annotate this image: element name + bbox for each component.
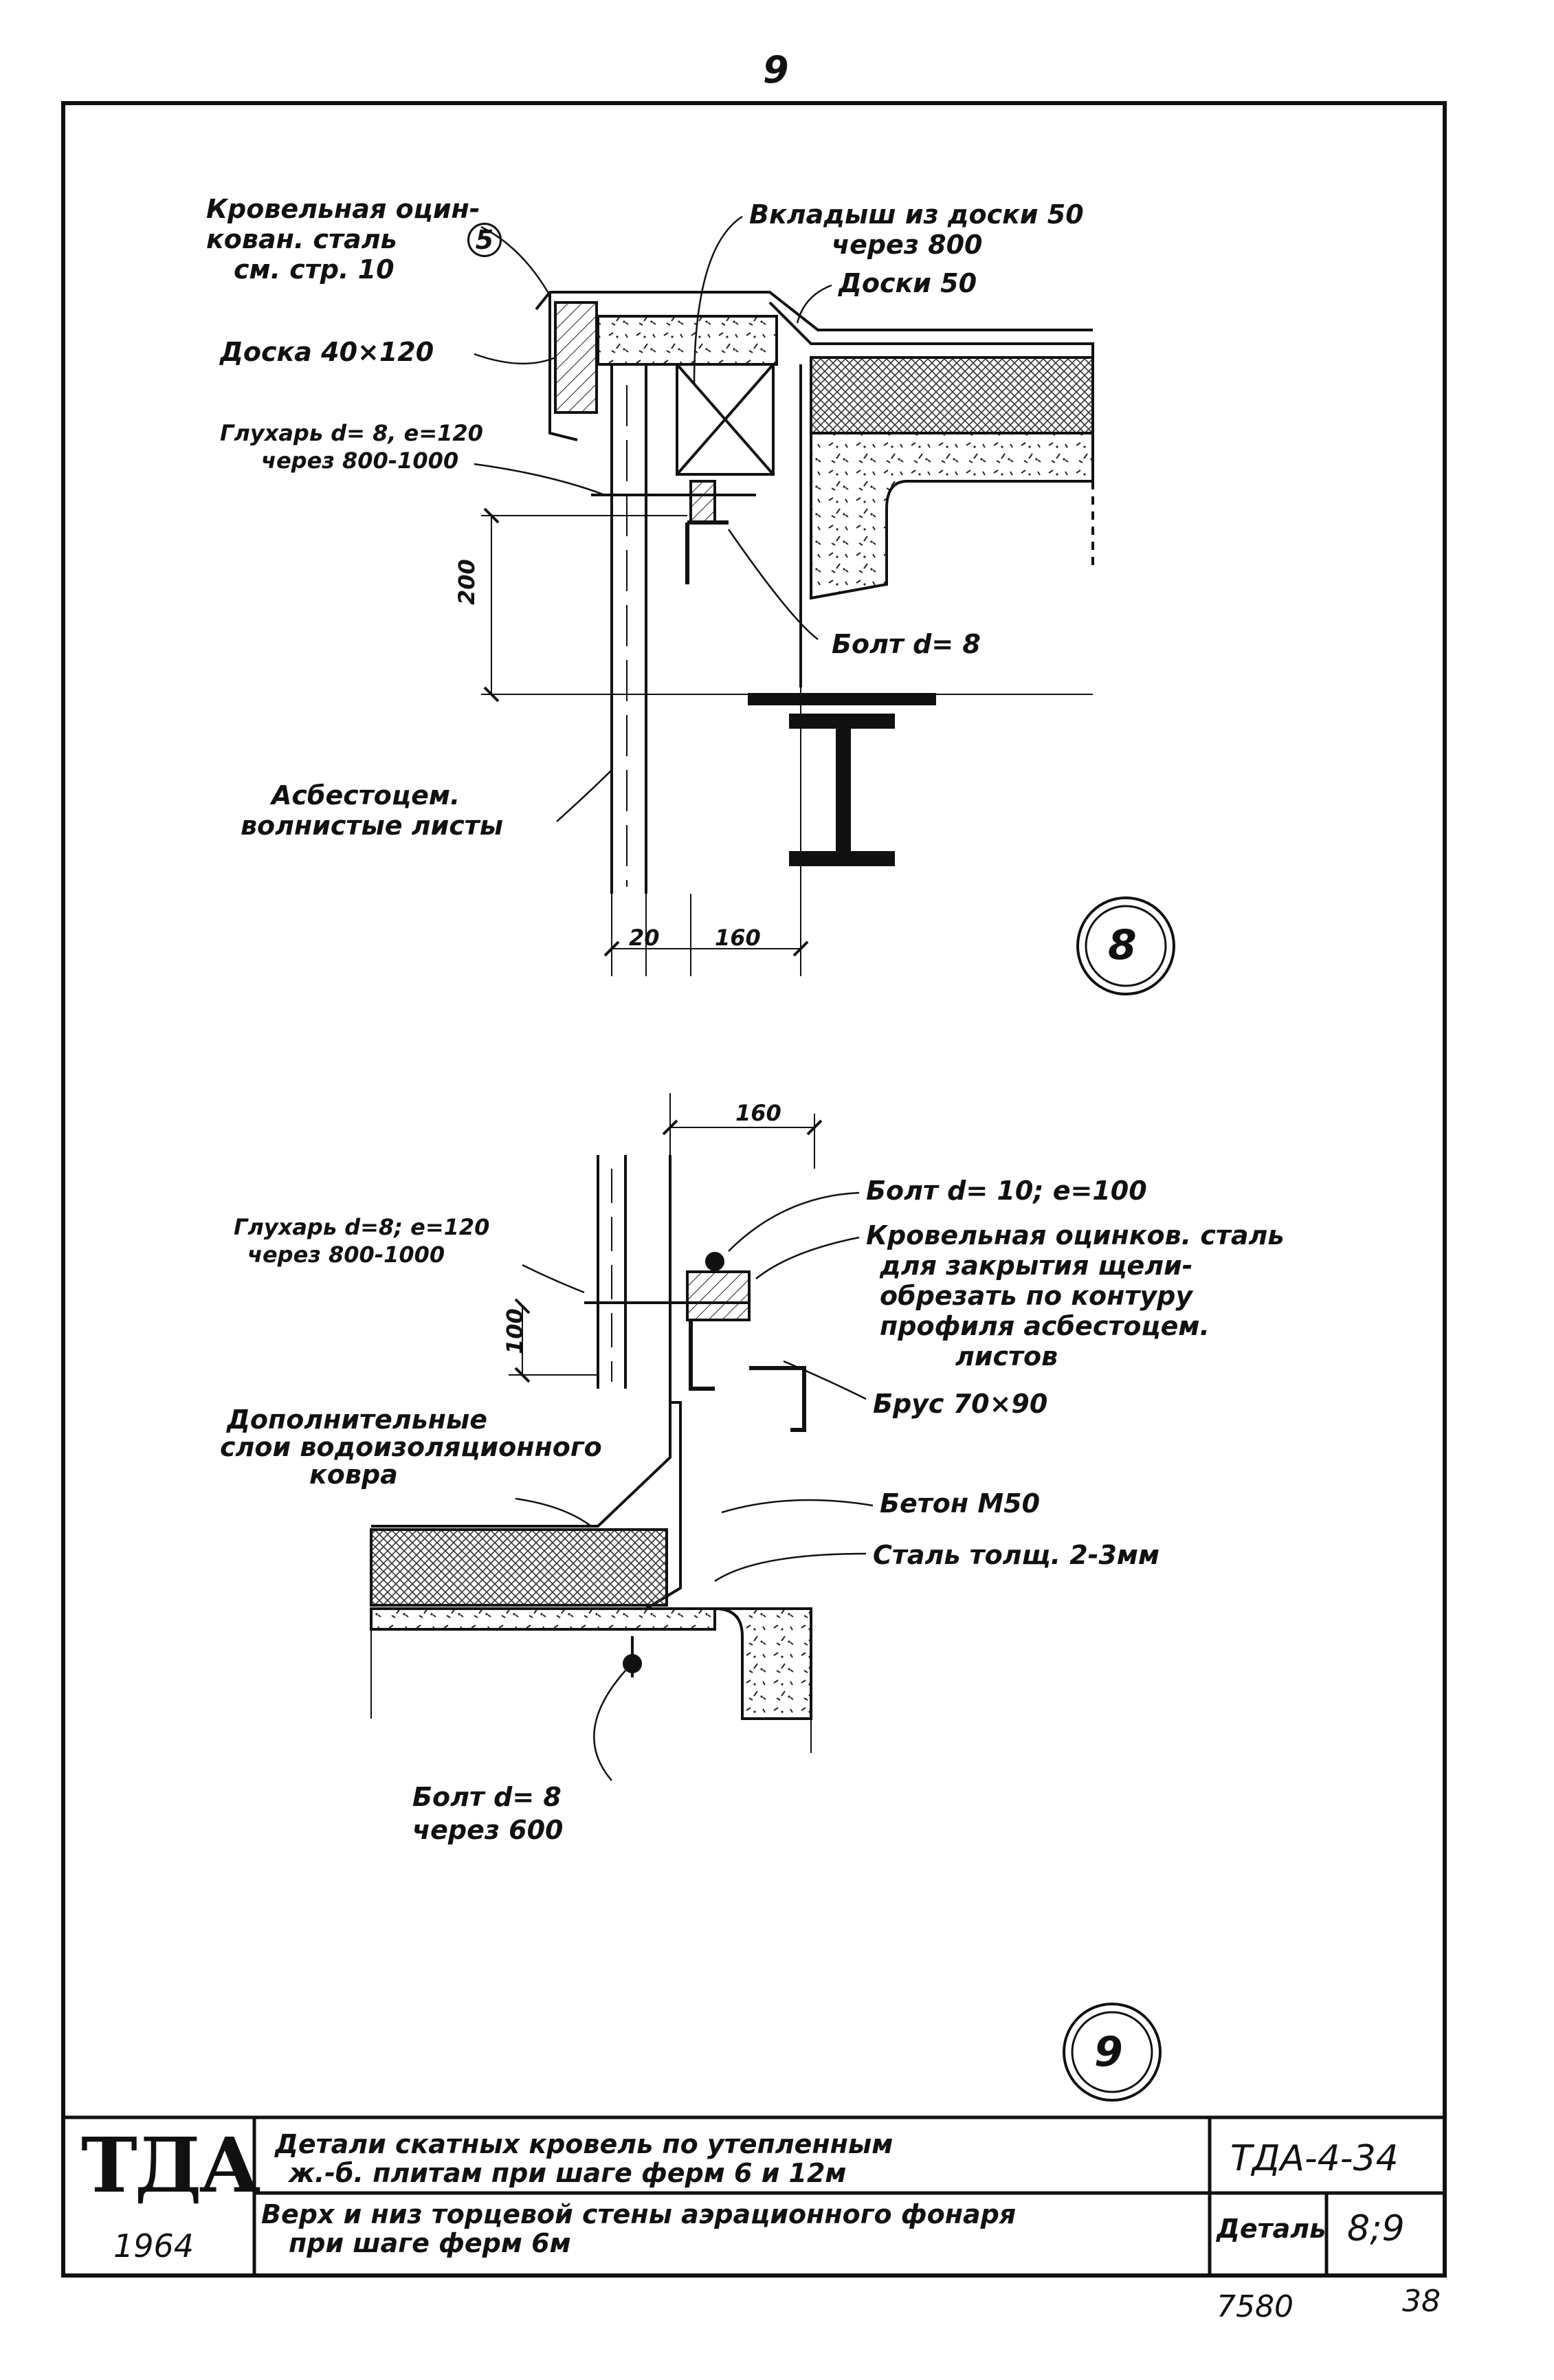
title-block-code: ТДА-4-34 — [1230, 2138, 1399, 2179]
detail-8-roofing-steel-ref: 5 — [467, 223, 502, 257]
detail-9-bolt10-label: Болт d= 10; е=100 — [866, 1176, 1147, 1206]
detail-9-concrete-label: Бетон М50 — [880, 1488, 1041, 1519]
detail-9-wood-plug-label: Глухарь d=8; е=120 через 800-1000 — [234, 1214, 490, 1268]
detail-8-board-label: Доска 40×120 — [220, 337, 434, 367]
title-block-detail-label: Деталь — [1217, 2214, 1327, 2244]
detail-9-dim-160: 160 — [735, 1100, 781, 1126]
detail-9-extra-layer-label: Дополнительные слои водоизоляционного ко… — [220, 1404, 602, 1490]
detail-8-board50-label: Доски 50 — [839, 268, 977, 298]
detail-9-circle-label: 9 — [1094, 2028, 1123, 2076]
detail-9-dim-100: 100 — [502, 1308, 528, 1354]
detail-8-drawing — [474, 215, 1175, 995]
detail-8-wood-plug-label: Глухарь d= 8, е=120 через 800-1000 — [220, 420, 483, 474]
title-block-title-top: Детали скатных кровель по утепленным ж.-… — [275, 2129, 893, 2188]
page-ref: 38 — [1402, 2284, 1441, 2319]
detail-8-asbestos-label: Асбестоцем. волнистые листы — [241, 780, 504, 841]
detail-8-dim-200: 200 — [454, 559, 480, 605]
detail-9-roofing-steel-label: Кровельная оцинков. сталь для закрытия щ… — [866, 1220, 1285, 1371]
title-block-title-bottom: Верх и низ торцевой стены аэрационного ф… — [261, 2199, 1017, 2258]
detail-8-bolt-label: Болт d= 8 — [832, 629, 981, 659]
page-number: 9 — [763, 48, 789, 91]
detail-8-insert-label: Вкладыш из доски 50 через 800 — [749, 199, 1084, 260]
detail-8-dim-20: 20 — [629, 925, 660, 951]
title-block-year: 1964 — [113, 2227, 195, 2265]
detail-9-steel-label: Сталь толщ. 2-3мм — [873, 1540, 1160, 1570]
detail-8-dim-160: 160 — [715, 925, 761, 951]
title-block-detail-value: 8;9 — [1347, 2208, 1405, 2249]
detail-9-drawing — [370, 1093, 1162, 2102]
sheet-number: 7580 — [1217, 2289, 1294, 2324]
detail-9-timber-label: Брус 70×90 — [873, 1389, 1048, 1419]
title-block-frame — [61, 2115, 1447, 2278]
title-block-logo: ТДА — [81, 2121, 260, 2210]
detail-8-roofing-steel-label: Кровельная оцин- кован. сталь см. стр. 1… — [206, 194, 480, 285]
detail-8-circle-label: 8 — [1108, 921, 1137, 969]
detail-9-bolt8-label: Болт d= 8 через 600 — [412, 1782, 564, 1845]
